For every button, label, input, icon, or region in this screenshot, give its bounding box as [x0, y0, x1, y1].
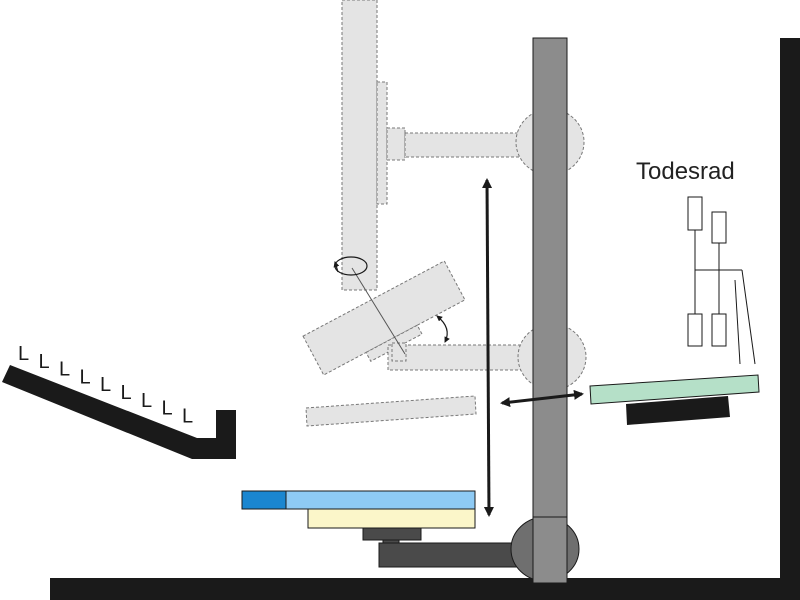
tray-letter: L [100, 374, 111, 396]
rotation-arrow-icon [333, 261, 340, 273]
tray-letter: L [18, 343, 29, 365]
tray-letter: L [80, 366, 91, 388]
todesrad-plate [589, 374, 760, 405]
tilted-plate [302, 260, 466, 376]
schematic-box-2 [711, 211, 727, 244]
input-tray-ramp [2, 365, 236, 459]
tray-letter: L [59, 359, 70, 381]
todesrad-label: Todesrad [636, 158, 735, 185]
main-post-lower [532, 516, 568, 584]
upper-arm-rod [404, 132, 521, 158]
platform-arm [378, 542, 520, 568]
tray-letter: L [39, 351, 50, 373]
todesrad-schematic [687, 196, 756, 365]
schematic-line-d [741, 269, 756, 365]
right-wall [780, 38, 800, 598]
upper-arm-plate [341, 0, 378, 291]
upper-arm-collar [386, 127, 406, 161]
platform-cream [307, 508, 476, 529]
horizontal-motion-arrow [500, 389, 584, 408]
main-post [532, 37, 568, 584]
tray-letter: L [141, 390, 152, 412]
upper-arm-flange [376, 81, 388, 205]
schematic-box-3 [687, 313, 703, 347]
platform-block [362, 527, 422, 541]
schematic-line-c [734, 279, 741, 365]
vertical-motion-arrow [482, 178, 494, 517]
tray-letter: L [162, 398, 173, 420]
schematic-box-4 [711, 313, 727, 347]
tray-letter: L [182, 405, 193, 427]
tray-letter: L [121, 382, 132, 404]
tilt-arrow-icon [436, 315, 450, 343]
middle-arm-rod [387, 344, 524, 371]
todesrad-base [626, 396, 730, 425]
middle-arm-joint [391, 342, 407, 362]
schematic-box-1 [687, 196, 703, 231]
rotation-axis-line [351, 267, 406, 355]
floor-base [50, 578, 800, 600]
platform-blue-edge [241, 490, 287, 510]
lower-guide-bar [305, 395, 477, 427]
